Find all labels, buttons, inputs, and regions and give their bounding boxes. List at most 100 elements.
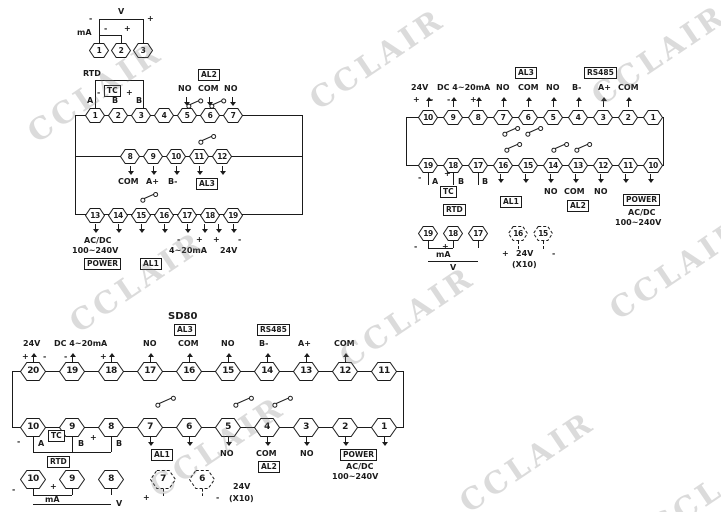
wire-horizontal <box>99 35 121 36</box>
label: B- <box>168 177 178 186</box>
terminal-number: 10 <box>423 112 433 122</box>
wire-vertical <box>518 241 519 249</box>
terminal-number: 16 <box>498 160 508 170</box>
terminal-number: 11 <box>194 151 204 161</box>
terminal-number: 6 <box>525 112 531 122</box>
terminal-14: 14 <box>108 208 128 223</box>
arrow-down-icon <box>264 437 271 446</box>
label: - <box>447 95 451 104</box>
label: NO <box>220 449 234 458</box>
label: B <box>136 96 143 105</box>
terminal-10: 10 <box>20 418 46 437</box>
wire-vertical <box>121 35 122 43</box>
label: 24V <box>220 246 238 255</box>
terminal-number: 1 <box>92 110 98 120</box>
wire-vertical <box>202 489 203 496</box>
arrow-down-icon <box>215 224 222 233</box>
terminal-8: 8 <box>98 470 124 489</box>
wire-horizontal <box>428 248 453 249</box>
wire-vertical <box>428 173 429 185</box>
terminal-number: 10 <box>171 151 181 161</box>
wire-vertical <box>33 489 34 495</box>
wire-loop <box>75 115 303 215</box>
terminal-number: 19 <box>228 210 238 220</box>
terminal-number: 20 <box>27 366 39 376</box>
arrow-up-icon <box>69 353 76 363</box>
wire-horizontal <box>33 452 111 453</box>
terminal-number: 11 <box>623 160 633 170</box>
boxed-label: POWER <box>623 194 661 206</box>
arrow-down-icon <box>138 224 145 233</box>
label: V <box>118 7 125 16</box>
terminal-1: 1 <box>643 110 663 125</box>
wire-vertical <box>111 489 112 495</box>
terminal-12: 12 <box>332 362 358 381</box>
terminal-number: 7 <box>500 112 506 122</box>
label: - <box>12 485 16 494</box>
arrow-down-icon <box>184 224 191 233</box>
terminal-17: 17 <box>137 362 163 381</box>
arrow-up-icon <box>147 353 154 363</box>
label: (X10) <box>512 260 537 269</box>
label: mA <box>77 28 92 37</box>
terminal-number: 1 <box>96 45 102 55</box>
terminal-2: 2 <box>108 108 128 123</box>
terminal-number: 9 <box>150 151 156 161</box>
terminal-20: 20 <box>20 362 46 381</box>
label: + <box>413 95 420 104</box>
label: 24V <box>411 83 429 92</box>
terminal-2: 2 <box>332 418 358 437</box>
arrow-up-icon <box>225 353 232 363</box>
label: B <box>458 177 465 186</box>
terminal-3: 3 <box>131 108 151 123</box>
terminal-number: 9 <box>69 474 75 484</box>
terminal-number: 5 <box>550 112 556 122</box>
label: + <box>502 249 509 258</box>
label: AC/DC <box>84 236 112 245</box>
terminal-11: 11 <box>371 362 397 381</box>
arrow-down-icon <box>572 174 579 183</box>
boxed-label: TC <box>440 186 457 198</box>
terminal-3: 3 <box>593 110 613 125</box>
wire-horizontal <box>428 261 478 262</box>
terminal-19: 19 <box>59 362 85 381</box>
label: B- <box>572 83 582 92</box>
label: 24V <box>516 249 534 258</box>
label: COM <box>118 177 139 186</box>
terminal-number: 4 <box>264 422 270 432</box>
label: + <box>444 169 451 178</box>
wire-loop <box>12 371 404 428</box>
boxed-label: TC <box>104 85 121 97</box>
arrow-down-icon <box>115 224 122 233</box>
arrow-up-icon <box>303 353 310 363</box>
boxed-label: AL1 <box>140 258 162 270</box>
terminal-number: 4 <box>575 112 581 122</box>
label: mA <box>45 495 60 504</box>
terminal-18: 18 <box>98 362 124 381</box>
label: 24V <box>23 339 41 348</box>
label: DC 4~20mA <box>54 339 108 348</box>
terminal-11: 11 <box>189 149 209 164</box>
terminal-number: 17 <box>144 366 156 376</box>
terminal-13: 13 <box>85 208 105 223</box>
label: NO <box>300 449 314 458</box>
wire-vertical <box>478 173 479 185</box>
terminal-number: 16 <box>159 210 169 220</box>
arrow-down-icon <box>342 437 349 446</box>
terminal-number: 8 <box>127 151 133 161</box>
terminal-number: 10 <box>27 422 39 432</box>
terminal-3: 3 <box>293 418 319 437</box>
terminal-6: 6 <box>189 470 215 489</box>
terminal-number: 2 <box>625 112 631 122</box>
terminal-10: 10 <box>418 110 438 125</box>
boxed-label: POWER <box>340 449 378 461</box>
arrow-down-icon <box>196 166 203 175</box>
label: V <box>116 499 123 508</box>
label: - <box>552 249 556 258</box>
terminal-number: 14 <box>261 366 273 376</box>
arrow-down-icon <box>381 437 388 446</box>
label: 100~240V <box>615 218 662 227</box>
wire-vertical <box>543 241 544 249</box>
label: + <box>442 242 449 251</box>
